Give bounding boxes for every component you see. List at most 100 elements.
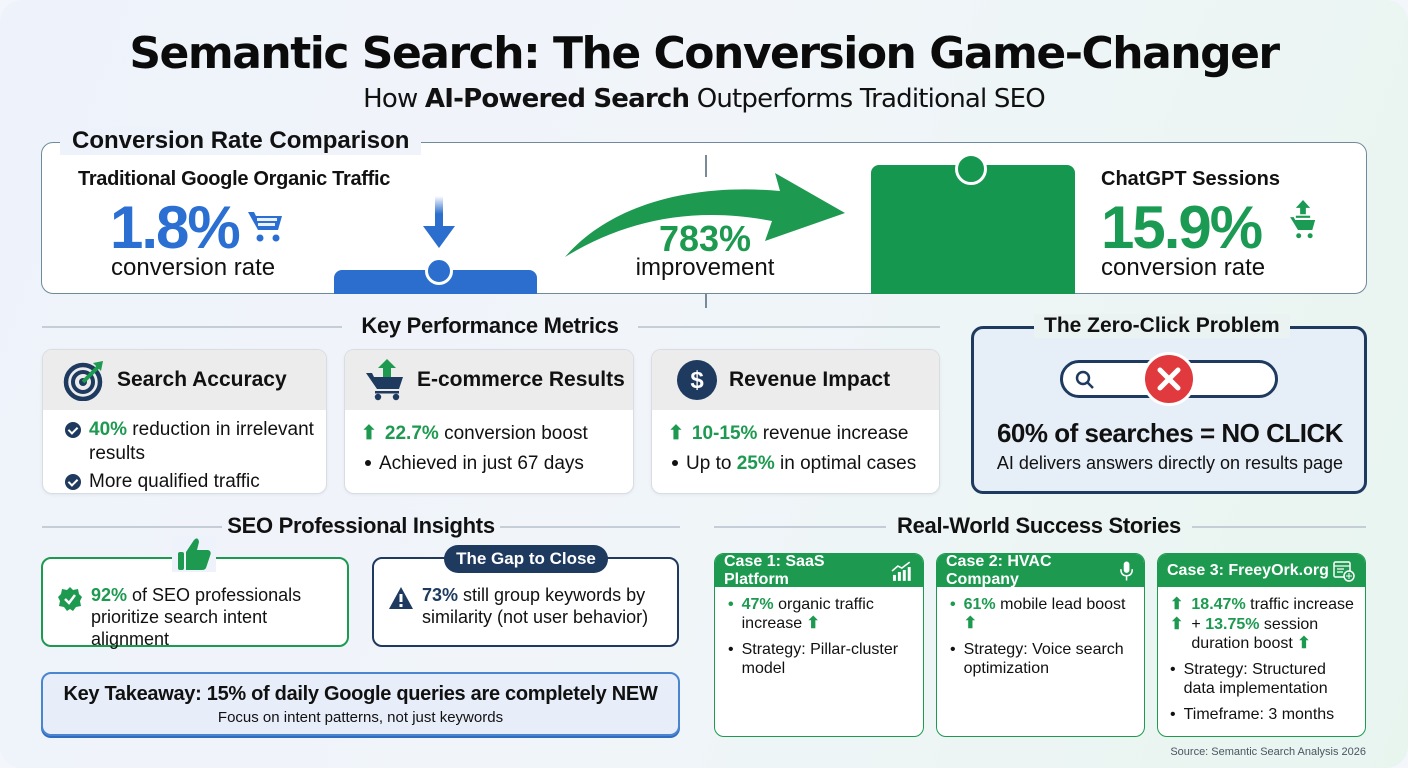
gap-to-close-badge: The Gap to Close — [444, 545, 608, 573]
metric-text: Achieved in just 67 days — [379, 453, 584, 474]
metric-text: revenue increase — [757, 423, 909, 444]
metric-row: ⬆ 10-15% revenue increase — [668, 422, 939, 446]
zero-click-title: The Zero-Click Problem — [1034, 314, 1290, 338]
case-item: •61% mobile lead boost ⬆ — [950, 595, 1134, 633]
traditional-caption: conversion rate — [111, 254, 276, 281]
subtitle-bold: AI-Powered Search — [424, 84, 690, 114]
insight-gap-text: 73% still group keywords by similarity (… — [422, 584, 677, 628]
divider-top — [705, 155, 707, 177]
metric-row: 40% reduction in irrelevant results — [65, 418, 326, 466]
case-item: ⬆+ 13.75% session duration boost ⬆ — [1170, 615, 1355, 653]
thumbs-up-holder — [172, 536, 216, 572]
case-item: ⬆18.47% traffic increase — [1170, 595, 1355, 614]
zero-click-panel — [971, 326, 1367, 494]
check-icon — [65, 422, 81, 438]
metric-card-search-accuracy: Search Accuracy 40% reduction in irrelev… — [42, 349, 327, 494]
target-icon — [63, 361, 103, 401]
metric-row: More qualified traffic — [65, 470, 326, 493]
insight-highlight: 92% — [91, 585, 128, 605]
bullet-icon: • — [728, 641, 734, 658]
search-icon — [1075, 370, 1094, 389]
insight-body: of SEO professionals prioritize search i… — [91, 585, 302, 649]
metric-row: Achieved in just 67 days — [361, 452, 633, 476]
metric-highlight: 25% — [736, 453, 775, 474]
insight-positive-text: 92% of SEO professionals prioritize sear… — [91, 584, 346, 650]
case-header: Case 3: FreeyOrk.org — [1158, 554, 1365, 587]
chatgpt-bar — [871, 165, 1075, 294]
case-card-saas: Case 1: SaaS Platform • 47% organic traff… — [714, 553, 924, 737]
improvement-value: 783% — [658, 218, 752, 259]
up-arrow-icon: ⬆ — [806, 615, 820, 632]
case-highlight: 47% — [741, 596, 774, 613]
case-text: Strategy: Voice search optimization — [963, 641, 1124, 677]
insights-rule-left — [42, 526, 222, 528]
chatgpt-rate: 15.9% — [1101, 194, 1263, 261]
case-item: • 47% organic traffic increase ⬆ — [728, 595, 913, 633]
chatgpt-bar-marker — [955, 153, 987, 185]
metric-card-title: Search Accuracy — [117, 368, 287, 391]
case-text: Strategy: Pillar-cluster model — [741, 641, 899, 677]
up-arrow-icon: ⬆ — [668, 423, 684, 444]
cart-up-icon — [366, 359, 403, 401]
up-arrow-icon: ⬆ — [1170, 616, 1184, 633]
case-title: Case 1: SaaS Platform — [724, 553, 825, 588]
traditional-label: Traditional Google Organic Traffic — [78, 168, 391, 190]
case-card-hvac: Case 2: HVAC Company •61% mobile lead bo… — [936, 553, 1145, 737]
case-header: Case 1: SaaS Platform — [715, 553, 923, 588]
metric-highlight: 10-15% — [691, 423, 758, 444]
metrics-rule-right — [638, 326, 940, 328]
page-title: Semantic Search: The Conversion Game-Cha… — [129, 28, 1280, 79]
insight-positive-card: 92% of SEO professionals prioritize sear… — [41, 557, 349, 650]
insight-highlight: 73% — [422, 585, 459, 605]
no-click-x-icon — [1142, 352, 1196, 406]
bullet-icon: • — [950, 641, 956, 658]
traditional-rate: 1.8% — [110, 194, 241, 261]
takeaway-caption: Focus on intent patterns, not just keywo… — [217, 709, 504, 726]
insights-rule-right — [500, 526, 680, 528]
case-item: •Timeframe: 3 months — [1170, 705, 1355, 724]
metric-text: reduction in irrelevant results — [89, 419, 314, 464]
stories-rule-right — [1192, 526, 1366, 528]
metric-row: Up to 25% in optimal cases — [668, 452, 939, 476]
subtitle-prefix: How — [363, 84, 425, 114]
improvement-caption: improvement — [635, 254, 775, 281]
metric-card-revenue: $ Revenue Impact ⬆ 10-15% revenue increa… — [651, 349, 940, 494]
metric-row: ⬆ 22.7% conversion boost — [361, 422, 633, 446]
growth-chart-icon — [891, 561, 912, 581]
metrics-rule-left — [42, 326, 342, 328]
case-header: Case 2: HVAC Company — [937, 554, 1144, 588]
cart-icon — [248, 212, 282, 242]
zero-click-headline: 60% of searches = NO CLICK — [996, 418, 1344, 448]
thumbs-up-icon — [178, 538, 211, 570]
structured-data-icon — [1333, 560, 1355, 582]
stories-rule-left — [714, 526, 886, 528]
case-highlight: 18.47% — [1191, 596, 1246, 613]
metric-text: in optimal cases — [774, 453, 917, 474]
case-item: • Strategy: Voice search optimization — [950, 640, 1134, 678]
case-text: Timeframe: 3 months — [1183, 706, 1335, 723]
case-text: traffic increase — [1245, 596, 1354, 613]
verified-badge-icon — [58, 587, 82, 611]
curved-arrow-icon — [565, 173, 845, 257]
metric-card-ecommerce: E-commerce Results ⬆ 22.7% conversion bo… — [344, 349, 634, 494]
case-text: Strategy: Structured data implementation — [1183, 661, 1328, 697]
metric-highlight: 40% — [89, 419, 128, 440]
case-text: organic traffic increase — [741, 596, 874, 632]
metric-highlight: 22.7% — [384, 423, 439, 444]
zero-click-caption: AI delivers answers directly on results … — [996, 453, 1344, 473]
metrics-section-title: Key Performance Metrics — [361, 313, 619, 338]
metric-text: conversion boost — [438, 423, 588, 444]
chatgpt-caption: conversion rate — [1101, 254, 1266, 281]
insights-section-title: SEO Professional Insights — [227, 513, 495, 538]
metric-card-title: Revenue Impact — [729, 368, 891, 391]
case-title: Case 3: FreeyOrk.org — [1167, 561, 1329, 579]
up-arrow-icon: ⬆ — [963, 615, 978, 632]
source-citation: Source: Semantic Search Analysis 2026 — [1170, 746, 1366, 758]
dollar-icon: $ — [677, 360, 717, 400]
bullet-icon — [672, 460, 678, 466]
bullet-icon: • — [728, 596, 734, 613]
microphone-icon — [1120, 561, 1133, 580]
case-item: • Strategy: Pillar-cluster model — [728, 640, 913, 678]
chatgpt-label: ChatGPT Sessions — [1101, 168, 1280, 190]
